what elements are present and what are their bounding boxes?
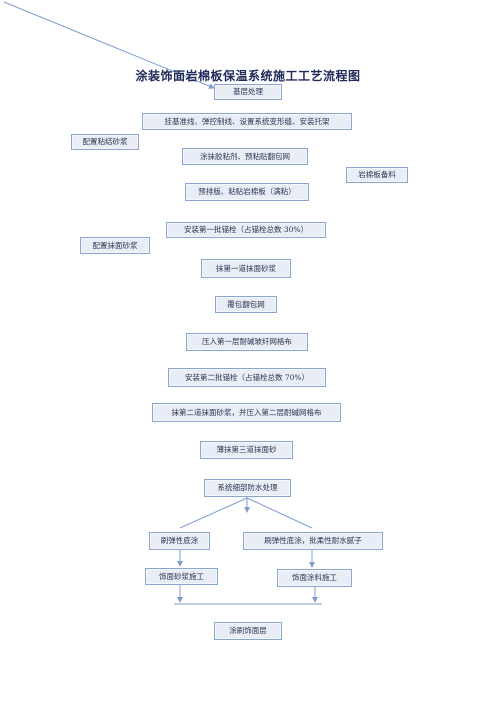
step-first-mesh: 压入第一层耐碱玻纤网格布 — [186, 333, 308, 351]
side-input-rockwool-prep: 岩棉板备料 — [346, 167, 408, 183]
step-first-mortar: 抹第一道抹面砂浆 — [201, 259, 291, 278]
step-base-treatment: 基层处理 — [214, 84, 282, 100]
step-left-primer: 刷弹性底涂 — [149, 532, 210, 550]
split-arrow-left — [179, 497, 248, 529]
step-anchor-batch-2: 安装第二批锚栓（占锚栓总数 70%） — [168, 368, 326, 387]
step-left-finish-mortar: 饰面砂浆施工 — [145, 568, 218, 585]
step-anchor-batch-1: 安装第一批锚栓（占锚栓总数 30%） — [166, 222, 326, 238]
diagram-title: 涂装饰面岩棉板保温系统施工工艺流程图 — [135, 69, 361, 83]
step-waterproofing: 系统细部防水处理 — [204, 479, 291, 497]
side-input-plaster-mortar: 配置抹面砂浆 — [80, 237, 150, 254]
step-right-finish-coating: 饰面涂料施工 — [277, 569, 352, 587]
split-arrow-right — [246, 497, 313, 529]
step-second-mortar: 抹第二道抹面砂浆，并压入第二层耐碱网格布 — [152, 403, 341, 422]
step-paste-rockwool: 预排版、粘贴岩棉板（满粘） — [185, 183, 309, 201]
diagonal-pointer-line — [3, 1, 215, 89]
step-datum-lines: 挂基准线、弹控制线、设置系统变形缝、安装托架 — [142, 113, 352, 130]
step-third-mortar: 薄抹第三道抹面砂 — [200, 441, 293, 459]
step-wrap-mesh: 覆包翻包网 — [215, 296, 277, 313]
step-apply-adhesive: 涂抹胶粘剂、预粘贴翻包网 — [182, 148, 308, 165]
step-right-primer-putty: 刷弹性底涂，批柔性耐水腻子 — [243, 532, 383, 550]
step-final-finish: 涂刷饰面层 — [214, 622, 282, 640]
side-input-bonding-mortar: 配置粘结砂浆 — [71, 134, 139, 150]
